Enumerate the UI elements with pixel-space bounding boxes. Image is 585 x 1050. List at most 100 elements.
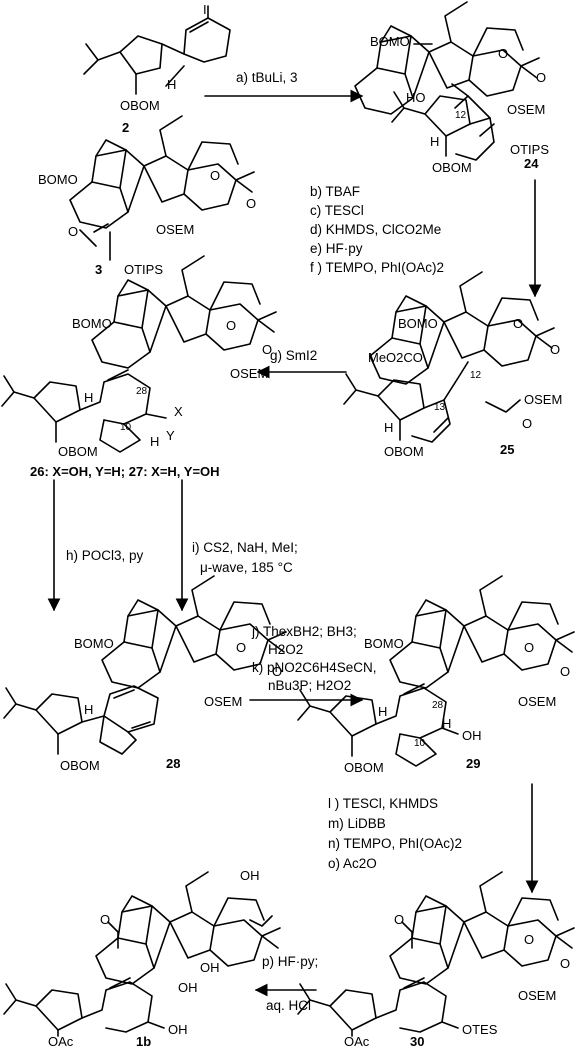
locant-13-25: 13: [434, 402, 446, 413]
atom-osem-26: OSEM: [230, 366, 268, 381]
compound-1b-lower: [3, 915, 273, 1037]
label-compound-24: 24: [524, 156, 539, 171]
atom-oh-1b-mid: OH: [200, 960, 220, 975]
step-n-label: n) TEMPO, PhI(OAc)2: [328, 836, 462, 851]
compound-29-structure: [389, 575, 575, 689]
atom-osem-29: OSEM: [518, 694, 556, 709]
compound-2-structure: [83, 5, 231, 95]
atom-osem-30: OSEM: [518, 988, 556, 1003]
atom-o2-3: O: [246, 196, 256, 211]
step-k-label-1: k) pNO2C6H4SeCN,: [252, 660, 377, 675]
atom-obom-29: OBOM: [344, 760, 384, 775]
atom-o1-28: O: [236, 640, 246, 655]
atom-ho-24: HO: [406, 90, 426, 105]
step-i-label-1: i) CS2, NaH, MeI;: [192, 540, 298, 555]
atom-bomo-3: BOMO: [38, 172, 78, 187]
step-m-label: m) LiDBB: [328, 816, 386, 831]
atom-h-26b: H: [150, 434, 159, 449]
atom-oac-30: OAc: [344, 1034, 370, 1049]
atom-o2-30: O: [560, 956, 570, 971]
atom-o2-24: O: [536, 70, 546, 85]
atom-osem-25: OSEM: [524, 392, 562, 407]
atom-o-aldehyde-25: O: [522, 416, 532, 431]
locant-10-26: 10: [120, 422, 132, 433]
atom-o1-3: O: [210, 168, 220, 183]
atom-otips-3: OTIPS: [124, 262, 163, 277]
atom-meo2co-25: MeO2CO: [368, 350, 423, 365]
atom-obom-26: OBOM: [58, 444, 98, 459]
atom-oh-1b-lower: OH: [178, 980, 198, 995]
atom-bomo-29: BOMO: [364, 636, 404, 651]
atom-bomo-26: BOMO: [72, 316, 112, 331]
atom-o2-29: O: [560, 664, 570, 679]
compound-26-27-structure: [91, 255, 277, 369]
step-g-label: g) SmI2: [270, 348, 317, 363]
atom-y-26: Y: [166, 428, 175, 443]
label-compound-30: 30: [410, 1034, 424, 1049]
label-compound-3: 3: [95, 262, 102, 277]
label-compound-1b: 1b: [136, 1034, 151, 1049]
atom-oh-29: OH: [462, 728, 482, 743]
atom-o1-30: O: [524, 932, 534, 947]
atom-x-26: X: [174, 404, 183, 419]
atom-o1-26: O: [226, 318, 236, 333]
atom-o2-25: O: [550, 342, 560, 357]
step-h-label: h) POCl3, py: [66, 548, 144, 563]
atom-obom-25: OBOM: [384, 444, 424, 459]
atom-h-29: H: [378, 704, 387, 719]
atom-otes-30: OTES: [462, 1022, 498, 1037]
compound-26-27-lower: [1, 369, 167, 453]
locant-28-29: 28: [432, 700, 444, 711]
atom-h: H: [167, 77, 176, 92]
label-compound-2: 2: [122, 120, 129, 135]
locant-12-25: 12: [470, 370, 482, 381]
atom-bomo-25: BOMO: [398, 316, 438, 331]
step-o-label: o) Ac2O: [328, 856, 377, 871]
atom-h-25: H: [384, 420, 393, 435]
step-l-label: l ) TESCl, KHMDS: [328, 796, 438, 811]
atom-oac-1b: OAc: [48, 1034, 74, 1049]
atom-osem-24: OSEM: [507, 102, 545, 117]
step-i-label-2: μ-wave, 185 °C: [200, 560, 293, 575]
compound-28-lower: [3, 685, 159, 755]
atom-o-3: O: [68, 224, 78, 239]
atom-o1-25: O: [513, 316, 523, 331]
label-compound-29: 29: [466, 756, 480, 771]
label-compound-25: 25: [500, 442, 514, 457]
step-j-label-2: H2O2: [268, 642, 303, 657]
atom-o1-24: O: [498, 46, 508, 61]
label-compound-28: 28: [166, 756, 180, 771]
atom-h-28: H: [84, 702, 93, 717]
atom-osem-28: OSEM: [204, 694, 242, 709]
atom-o1-29: O: [524, 640, 534, 655]
atom-h-29b: H: [442, 716, 451, 731]
atom-o2-26: O: [262, 342, 272, 357]
atom-h-26: H: [84, 390, 93, 405]
atom-osem-3: OSEM: [156, 222, 194, 237]
atom-h-24: H: [430, 134, 439, 149]
compound-25-lower: [343, 361, 521, 443]
atom-obom-28: OBOM: [60, 758, 100, 773]
step-k-label-2: nBu3P; H2O2: [268, 678, 351, 693]
compound-1b-structure: [95, 871, 281, 985]
step-d-label: d) KHMDS, ClCO2Me: [310, 222, 441, 237]
locant-28-26: 28: [136, 386, 148, 397]
compound-30-lower: [297, 921, 459, 1037]
locant-12-24: 12: [455, 110, 467, 121]
compound-29-lower: [297, 683, 459, 767]
atom-o-aldehyde-30: O: [394, 912, 404, 927]
atom-bomo-24: BOMO: [370, 34, 410, 49]
compound-3-structure: [69, 115, 255, 229]
compound-30-structure: [389, 871, 575, 985]
locant-10-29: 10: [414, 738, 426, 749]
atom-oh-1b-bottom: OH: [168, 1022, 188, 1037]
atom-o2-28: O: [272, 664, 282, 679]
step-c-label: c) TESCl: [310, 203, 364, 218]
label-compounds-26-27: 26: X=OH, Y=H; 27: X=H, Y=OH: [30, 464, 220, 479]
step-f-label: f ) TEMPO, PhI(OAc)2: [310, 260, 444, 275]
atom-obom: OBOM: [120, 98, 160, 113]
compound-3-aldehyde: [79, 223, 111, 261]
step-j-label-1: j) ThexBH2; BH3;: [251, 624, 357, 639]
atom-otips-24: OTIPS: [510, 142, 549, 157]
atom-oh-1b-top: OH: [240, 868, 260, 883]
